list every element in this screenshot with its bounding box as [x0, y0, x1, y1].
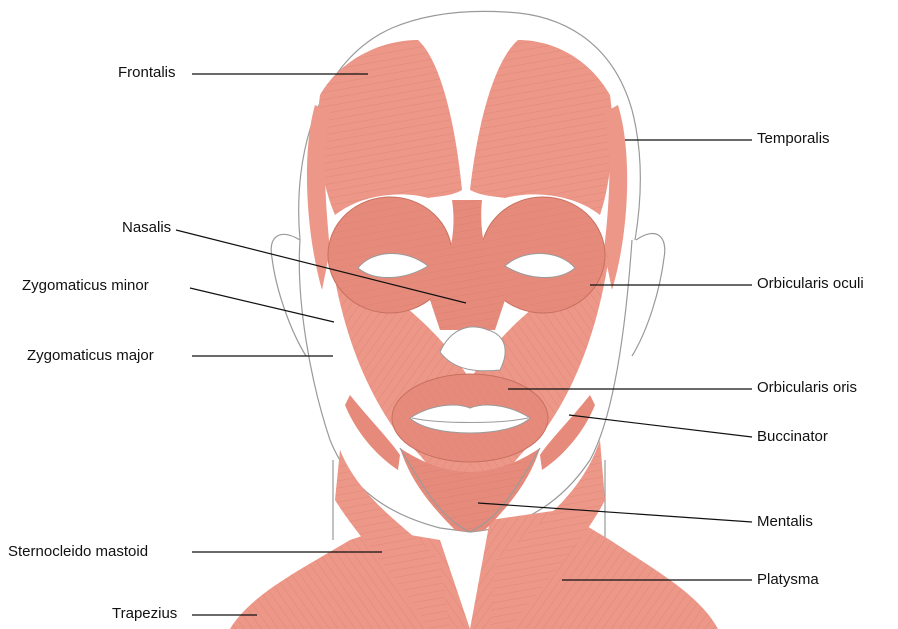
label-platysma: Platysma — [757, 571, 819, 589]
label-mentalis: Mentalis — [757, 513, 813, 531]
label-zygomaticus-minor: Zygomaticus minor — [22, 277, 149, 295]
orbicularis-oris-muscle — [392, 374, 548, 462]
label-frontalis: Frontalis — [118, 64, 176, 82]
label-nasalis: Nasalis — [122, 219, 171, 237]
right-ear — [632, 234, 665, 356]
label-trapezius: Trapezius — [112, 605, 177, 623]
label-temporalis: Temporalis — [757, 130, 830, 148]
leader-buccinator — [569, 415, 752, 437]
frontalis-muscle — [318, 40, 612, 215]
label-orbicularis-oris: Orbicularis oris — [757, 379, 857, 397]
label-buccinator: Buccinator — [757, 428, 828, 446]
label-sternocleido-mastoid: Sternocleido mastoid — [8, 543, 148, 561]
leader-zygomaticus-minor — [190, 288, 334, 322]
label-orbicularis-oculi: Orbicularis oculi — [757, 275, 864, 293]
label-zygomaticus-major: Zygomaticus major — [27, 347, 154, 365]
